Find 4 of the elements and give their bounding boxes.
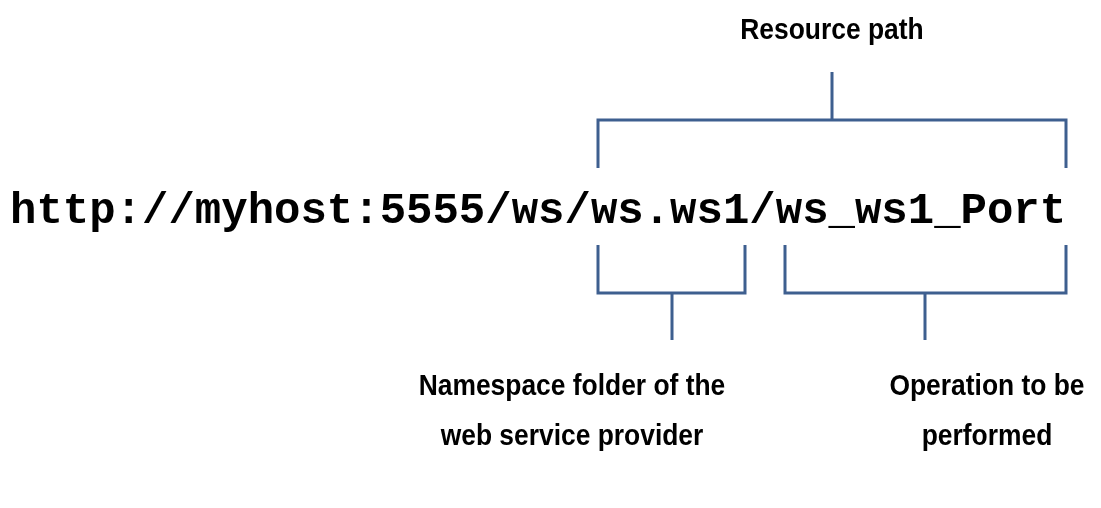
bracket-label: Namespace folder of the web service provider [418,367,726,453]
bracket-label: Operation to be performed [888,367,1086,453]
bracket-label: Resource path [739,11,925,47]
url-text: http://myhost:5555/ws/ws.ws1/ws_ws1_Port [10,186,1067,236]
